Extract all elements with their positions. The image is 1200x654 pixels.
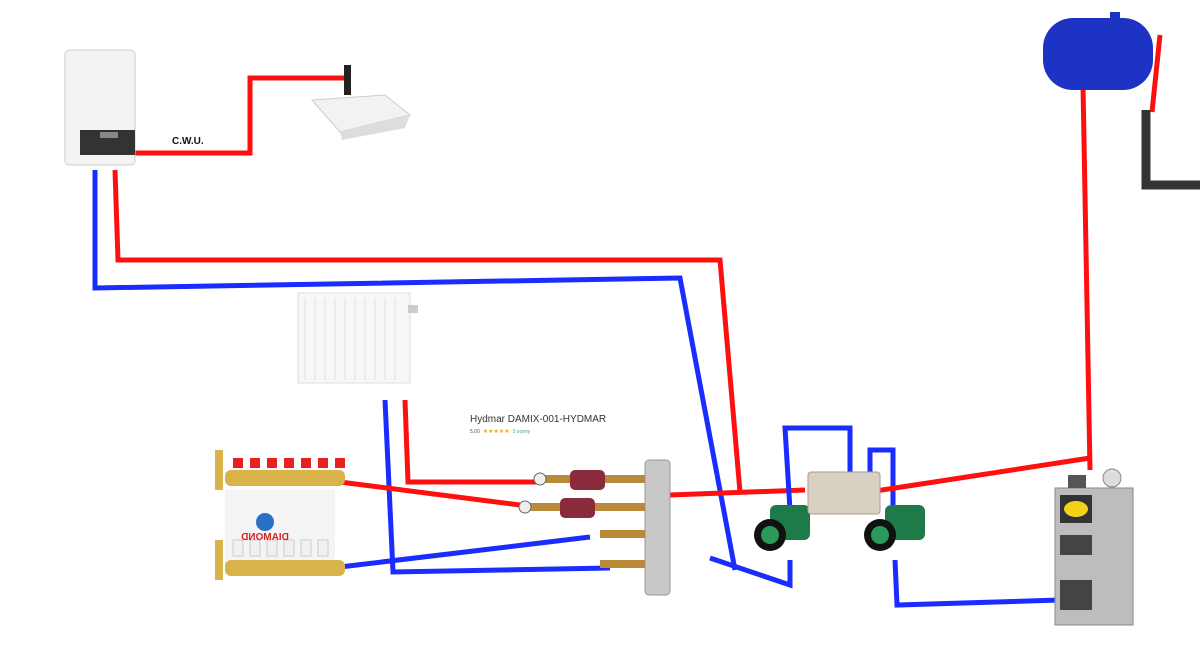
solid-boiler-return-pipe [892,559,1061,608]
star-icons: ★★★★★ [482,429,510,435]
radiator-supply-pipe [402,399,540,485]
manifold-supply-pipe [339,479,521,508]
product-title: Hydmar DAMIX-001-HYDMAR [470,414,607,425]
radiator [297,292,418,384]
pump-icon [570,470,605,490]
solid-fuel-boiler [1054,468,1134,626]
review-count: 3 oceny [512,428,531,435]
pump-icon [560,498,595,518]
gauge-icon [533,472,547,486]
tank-pipe [1080,84,1093,471]
washbasin [310,65,412,140]
faucet-icon [344,65,351,95]
pump-return-pipe [709,555,793,589]
product-rating: 5,00 ★★★★★ 3 oceny [470,428,531,436]
boiler-supply-pipe [112,169,743,493]
cwu-label: C.W.U. [172,136,204,147]
manifold-return-pipe [339,534,591,570]
expansion-tank [1043,12,1153,90]
rating-value: 5,00 [470,428,480,435]
chimney-pipe [1141,110,1200,190]
boiler-return-pipe [92,170,738,571]
separator-hot-pipe [669,487,806,498]
hot-water-pipe-cwu [130,75,345,156]
plate-heat-exchanger [807,471,881,515]
circulation-pump [864,505,925,551]
exchanger-loop-right [867,447,896,510]
gauge-icon [518,500,532,514]
underfloor-manifold: DIAMOND [215,450,345,580]
exchanger-loop-left [782,425,853,511]
gas-boiler [64,49,136,166]
radiator-return-pipe [382,399,611,575]
hydraulic-separator [518,459,671,596]
manifold-brand: DIAMOND [241,532,289,543]
tank-overflow-pipe [1149,34,1163,113]
circulation-pump [754,505,810,551]
